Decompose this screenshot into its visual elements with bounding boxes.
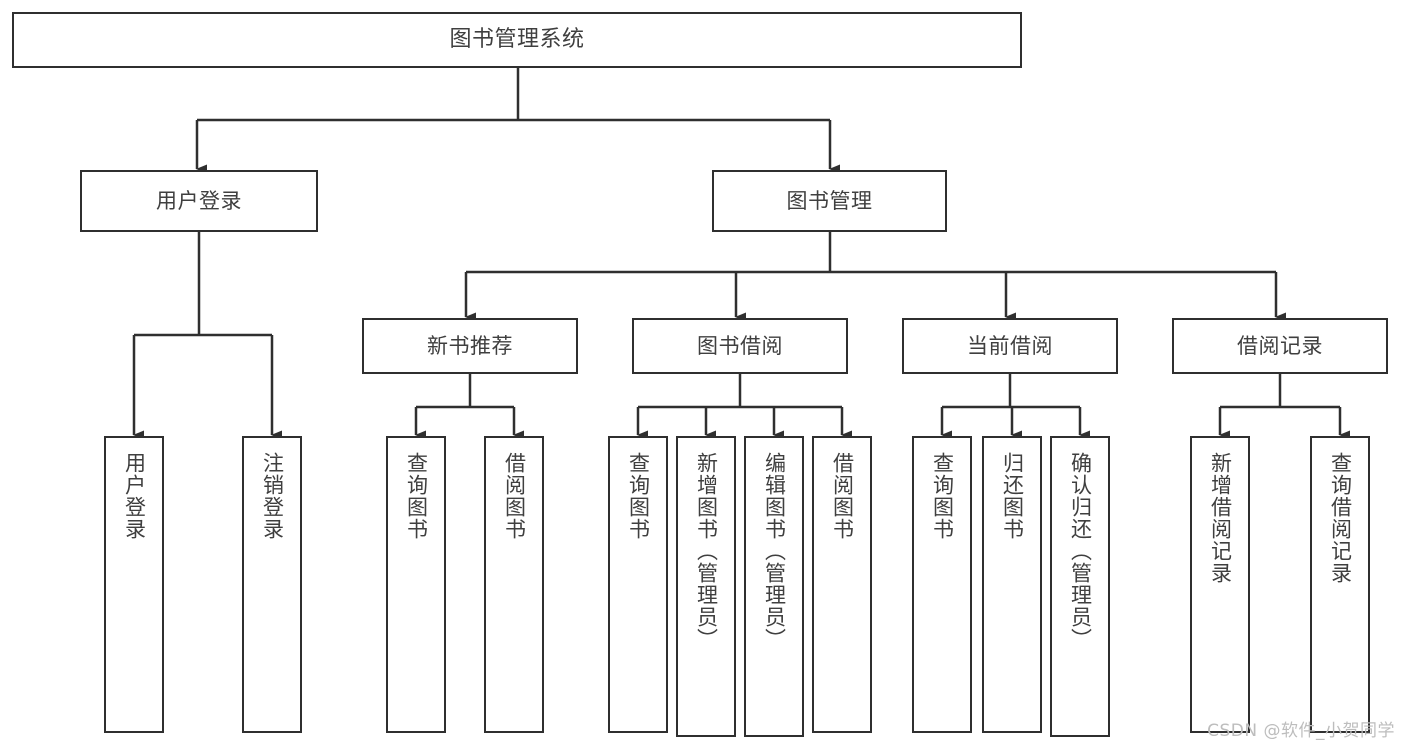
node-leaf-query-book-3[interactable]: 查询图书 <box>912 436 972 733</box>
node-leaf-edit-book-label: 编辑图书（管理员） <box>762 452 787 650</box>
node-leaf-borrow-book-2-label: 借阅图书 <box>830 452 855 540</box>
node-leaf-query-book-1[interactable]: 查询图书 <box>386 436 446 733</box>
node-user-login-label: 用户登录 <box>156 188 242 213</box>
node-leaf-edit-book[interactable]: 编辑图书（管理员） <box>744 436 804 737</box>
node-borrow-record[interactable]: 借阅记录 <box>1172 318 1388 374</box>
node-book-manage[interactable]: 图书管理 <box>712 170 947 232</box>
node-leaf-borrow-book-1-label: 借阅图书 <box>502 452 527 540</box>
node-leaf-user-login[interactable]: 用户登录 <box>104 436 164 733</box>
node-leaf-add-book-label: 新增图书（管理员） <box>694 452 719 650</box>
node-leaf-confirm-return-label: 确认归还（管理员） <box>1068 452 1093 650</box>
node-borrow-record-label: 借阅记录 <box>1237 333 1323 358</box>
node-leaf-return-book-label: 归还图书 <box>1000 452 1025 540</box>
node-book-borrow[interactable]: 图书借阅 <box>632 318 848 374</box>
node-leaf-user-logout-label: 注销登录 <box>260 452 285 540</box>
node-leaf-return-book[interactable]: 归还图书 <box>982 436 1042 733</box>
node-leaf-borrow-book-2[interactable]: 借阅图书 <box>812 436 872 733</box>
node-leaf-query-book-2[interactable]: 查询图书 <box>608 436 668 733</box>
node-leaf-query-book-2-label: 查询图书 <box>626 452 651 540</box>
node-user-login[interactable]: 用户登录 <box>80 170 318 232</box>
node-leaf-query-record[interactable]: 查询借阅记录 <box>1310 436 1370 733</box>
node-leaf-user-logout[interactable]: 注销登录 <box>242 436 302 733</box>
node-current-borrow[interactable]: 当前借阅 <box>902 318 1118 374</box>
watermark: CSDN @软件_小贺同学 <box>1207 721 1395 741</box>
node-leaf-user-login-label: 用户登录 <box>122 452 147 540</box>
node-root-label: 图书管理系统 <box>449 27 585 53</box>
node-book-manage-label: 图书管理 <box>786 188 873 213</box>
node-leaf-add-book[interactable]: 新增图书（管理员） <box>676 436 736 737</box>
node-leaf-query-book-1-label: 查询图书 <box>404 452 429 540</box>
node-leaf-query-record-label: 查询借阅记录 <box>1328 452 1353 584</box>
node-leaf-borrow-book-1[interactable]: 借阅图书 <box>484 436 544 733</box>
node-current-borrow-label: 当前借阅 <box>967 333 1053 358</box>
node-new-book-recommend-label: 新书推荐 <box>427 333 513 358</box>
node-leaf-query-book-3-label: 查询图书 <box>930 452 955 540</box>
node-leaf-add-record[interactable]: 新增借阅记录 <box>1190 436 1250 733</box>
node-new-book-recommend[interactable]: 新书推荐 <box>362 318 578 374</box>
node-leaf-confirm-return[interactable]: 确认归还（管理员） <box>1050 436 1110 737</box>
node-book-borrow-label: 图书借阅 <box>697 333 783 358</box>
node-root[interactable]: 图书管理系统 <box>12 12 1022 68</box>
node-leaf-add-record-label: 新增借阅记录 <box>1208 452 1233 584</box>
